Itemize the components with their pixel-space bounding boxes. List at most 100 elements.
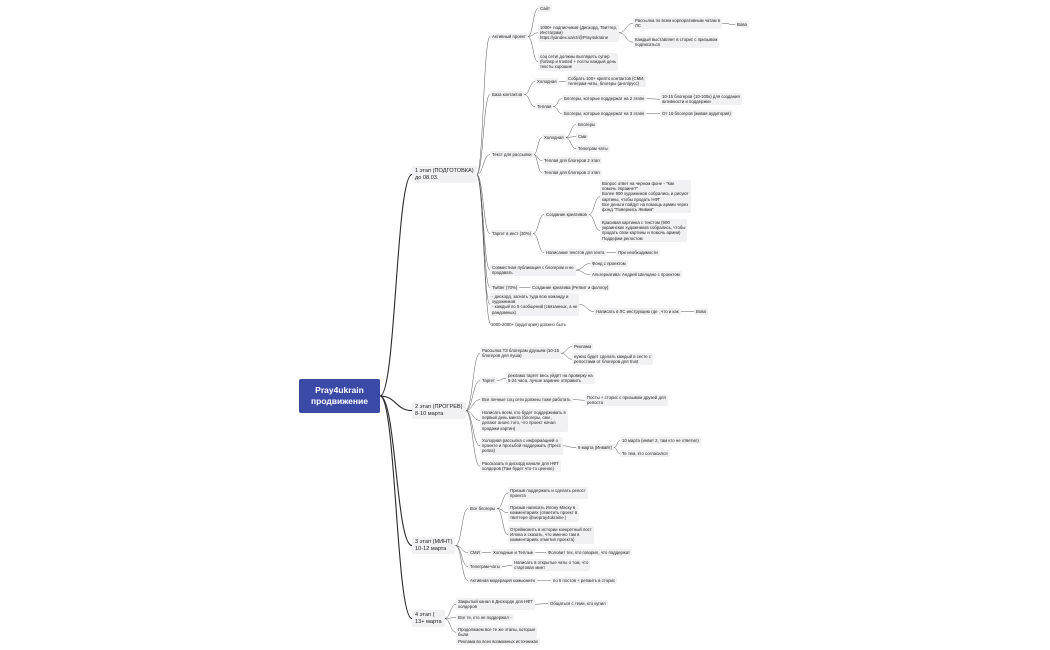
connector-line bbox=[613, 447, 621, 454]
connector-line bbox=[533, 214, 545, 234]
stories-node[interactable]: Каждый выставляет в сторис с призывом по… bbox=[633, 36, 720, 49]
connector-line bbox=[619, 32, 634, 43]
march-10-node[interactable]: 10 марта (инвит 2, там кто не ответил) bbox=[620, 437, 701, 445]
connector-line bbox=[497, 508, 509, 514]
write-supporters-node[interactable]: Написать всем, кто будет поддерживать в … bbox=[480, 409, 568, 432]
connector-line bbox=[497, 508, 509, 536]
target-texts-node[interactable]: Написание текстов для гента bbox=[544, 249, 607, 257]
ads-everywhere-node[interactable]: Реклама во всех возможных источниках bbox=[456, 638, 541, 646]
tg-chats-desc-node[interactable]: Написать в открытые чаты о том, что стар… bbox=[512, 559, 591, 572]
smi-cw-node[interactable]: Холодные и Теплые bbox=[491, 549, 536, 557]
connector-line bbox=[646, 98, 661, 100]
continue-stages-node[interactable]: Продолжаем все те же этапы, которые были bbox=[456, 626, 538, 639]
march-9-node[interactable]: 9 марта (Инвайт) bbox=[576, 444, 615, 452]
cold-base-node[interactable]: Холодная bbox=[535, 78, 559, 86]
if-needed-node[interactable]: При необходимости bbox=[616, 249, 660, 257]
connector-line bbox=[476, 174, 492, 325]
warm-bloggers2-node[interactable]: Теплая для блогеров 2 этап bbox=[542, 157, 602, 165]
connector-line bbox=[553, 98, 563, 107]
personal-social-node[interactable]: Все личные соц сети должны тоже работать bbox=[480, 396, 573, 404]
cold-mailing-node[interactable]: Холодная рассылка с информацией о проект… bbox=[480, 437, 564, 455]
fund-node[interactable]: Фонд с проектом bbox=[590, 260, 628, 268]
write-ls-node[interactable]: Написать в ЛС инструкцию где , что и как bbox=[594, 308, 681, 316]
connector-line bbox=[465, 380, 481, 411]
bloggers-write-node[interactable]: Призыв написать Илону Маску в комментари… bbox=[508, 504, 580, 522]
connector-line bbox=[575, 269, 591, 275]
creative-1-node[interactable]: Вопрос ответ на черном фоне - "Как помоч… bbox=[600, 180, 691, 214]
connector-line bbox=[476, 174, 491, 271]
connector-line bbox=[476, 154, 491, 175]
connector-line bbox=[579, 304, 595, 312]
bloggers-answer-node[interactable]: Отреймонить в истории конкретный пост Ил… bbox=[508, 526, 594, 544]
bloggers-stage2-desc-node[interactable]: 10-15 блогеров (10-100к) для создания ак… bbox=[660, 93, 742, 106]
stage-3-node[interactable]: 3 этап (МИНТ) 10-12 марта bbox=[412, 537, 456, 555]
social-nets-node[interactable]: соц сети! должны выглядеть супер (forlas… bbox=[538, 53, 619, 71]
mailing-chats-node[interactable]: Рассылка по всем корпоративным чатам в Л… bbox=[633, 17, 723, 30]
contacts-base-node[interactable]: База контактов bbox=[490, 91, 525, 99]
site-node[interactable]: Сайт bbox=[538, 5, 552, 13]
ts-mailing-node[interactable]: Рассылка ТЗ блогерам друзьям (10-15 блог… bbox=[480, 347, 562, 360]
connector-line bbox=[527, 8, 539, 37]
connector-line bbox=[575, 263, 591, 271]
target-2-node[interactable]: Таргет bbox=[480, 377, 497, 385]
text-smi-node[interactable]: Сми bbox=[576, 133, 589, 141]
target-2-desc-node[interactable]: реклама таргет весь уйдёт на проверку на… bbox=[506, 372, 595, 385]
bloggers-stage2-node[interactable]: Блогеры, которые поддержат на 2 этапе bbox=[562, 95, 647, 103]
closed-channel-node[interactable]: Закрытый канал в Дискорде для НФТ холдер… bbox=[456, 598, 535, 611]
posts-stories-node[interactable]: Посты + сторис с призывом друзей для реп… bbox=[585, 394, 668, 407]
moderation-desc-node[interactable]: по 5 постов + репаить в сторис bbox=[551, 577, 618, 585]
alternative-node[interactable]: Альтернатива: Андрей Шелцано с проектом bbox=[590, 271, 682, 279]
root-node[interactable]: Pray4ukrain продвижение bbox=[299, 379, 380, 413]
connector-line bbox=[533, 233, 545, 253]
stage-4-node[interactable]: 4 этап ( 13+ марта bbox=[412, 610, 445, 628]
followers-node[interactable]: 1000+ подписчиков (Дискорд, Твиттер, Инс… bbox=[538, 24, 620, 42]
tg-chats-node[interactable]: Телеграм-чаты bbox=[468, 563, 502, 571]
connector-line bbox=[533, 137, 543, 155]
joint-post-node[interactable]: Совместная публикация с блогером и не пр… bbox=[490, 264, 576, 277]
connector-line bbox=[565, 137, 577, 149]
active-project-node[interactable]: Активный проект bbox=[490, 33, 528, 41]
not-supported-node[interactable]: Все те, кто не поддержал - bbox=[456, 614, 514, 622]
bloggers-call-node[interactable]: Призыв поддержать и сделать репост проек… bbox=[508, 487, 588, 500]
ads-node[interactable]: Реклама bbox=[572, 343, 594, 351]
warm-base-node[interactable]: Теплая bbox=[535, 103, 554, 111]
target-insta-node[interactable]: Таргет в инст (30%) bbox=[490, 230, 534, 238]
creative-2-node[interactable]: Красивая картинка с текстом (900 украинс… bbox=[600, 219, 688, 242]
connector-line bbox=[588, 214, 601, 231]
creatives-node[interactable]: Создание креативов bbox=[544, 211, 589, 219]
connector-line bbox=[476, 94, 491, 175]
cold-text-node[interactable]: Холодная bbox=[542, 134, 566, 142]
text-bloggers-node[interactable]: Блогеры bbox=[576, 121, 598, 129]
text-tg-node[interactable]: Телеграм чаты bbox=[576, 145, 610, 153]
moderation-node[interactable]: Активная модерация комьюнити bbox=[468, 577, 537, 585]
reposts-node[interactable]: нужно будет сделать каждый в сесте с реп… bbox=[572, 353, 654, 366]
cold-base-desc-node[interactable]: Собрать 100+ крипто контактов (СМИ, теле… bbox=[566, 75, 647, 88]
connector-line bbox=[553, 106, 563, 114]
mailing-text-node[interactable]: Текст для рассылки bbox=[490, 151, 534, 159]
connector-line bbox=[534, 603, 549, 605]
smi-node[interactable]: СМИ bbox=[468, 549, 482, 557]
connector-line bbox=[561, 346, 573, 354]
connector-line bbox=[563, 445, 577, 448]
agreed-node[interactable]: Те тем, кто согласился bbox=[620, 450, 670, 458]
stage-2-node[interactable]: 2 этап (ПРОГРЕВ) 8-10 марта bbox=[412, 402, 466, 420]
connector-line bbox=[501, 564, 513, 567]
stage-1-node[interactable]: 1 этап (ПОДГОТОВКА) до 08.03. bbox=[412, 166, 477, 184]
smi-desc-node[interactable]: Фоловит тех, кто говорил, что поддержат bbox=[546, 549, 633, 557]
bloggers-stage3-node[interactable]: Блогеры, которые поддержат на 3 этапе bbox=[562, 110, 647, 118]
bloggers-stage3-desc-node[interactable]: От 10 блогеров (живая аудитория) bbox=[660, 110, 733, 118]
connector-line bbox=[565, 124, 577, 138]
warm-bloggers3-node[interactable]: Теплая для блогеров 3 этап bbox=[542, 169, 602, 177]
twitter-desc-node[interactable]: Создание креатива (Ретвит и фоллоу) bbox=[530, 284, 611, 292]
discord-node[interactable]: - дискорд, загнать туда всю команду и ху… bbox=[490, 293, 580, 316]
audience-node[interactable]: 1000-2000+ (аудитория) должно быть bbox=[491, 322, 566, 327]
discord-holders-node[interactable]: Рассказать в дискорд канале для НФТ холд… bbox=[480, 460, 561, 473]
connector-line bbox=[465, 410, 481, 467]
talk-buyers-node[interactable]: Общаться с теми, кто купил bbox=[548, 600, 608, 608]
all-bloggers-node[interactable]: Все блогеры bbox=[468, 505, 498, 513]
twitter-node[interactable]: Twitter (70%) bbox=[490, 284, 520, 292]
vova-node-1[interactable]: Вова bbox=[735, 21, 749, 29]
connector-line bbox=[527, 36, 539, 63]
connector-line bbox=[524, 81, 536, 95]
vova-node-2[interactable]: Вова bbox=[694, 308, 708, 316]
